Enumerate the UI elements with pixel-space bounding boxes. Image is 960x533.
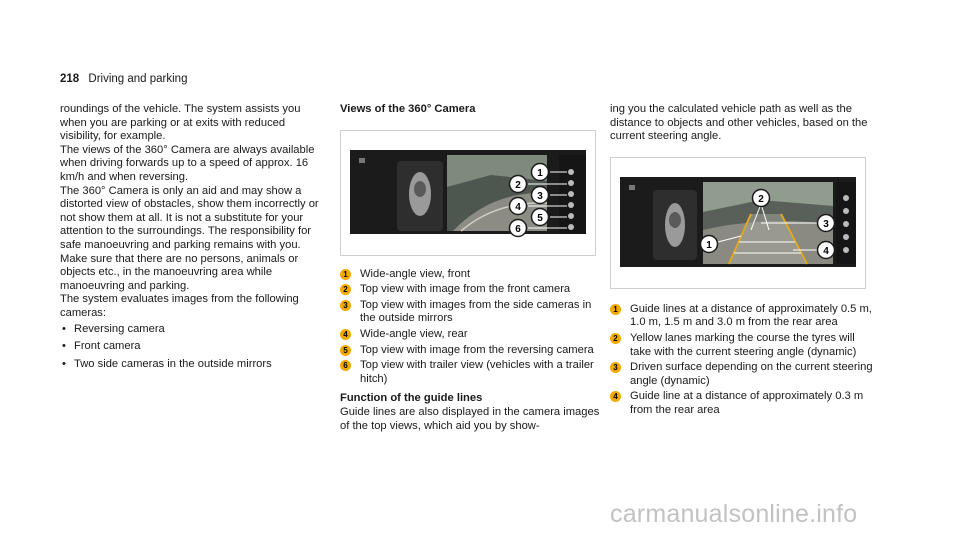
callout-badge: 5 [340, 344, 351, 356]
legend-text: Top view with images from the side camer… [360, 298, 592, 325]
legend-text: Guide lines at a distance of approximate… [630, 302, 872, 329]
page-header: 218 Driving and parking [60, 73, 187, 85]
callout-badge: 6 [340, 360, 351, 372]
legend-item: 5 Top view with image from the reversing … [340, 344, 602, 358]
section-heading: Views of the 360° Camera [340, 103, 476, 115]
paragraph: roundings of the vehicle. The system ass… [60, 103, 301, 143]
legend-item: 3 Top view with images from the side came… [340, 299, 602, 326]
paragraph: The system evaluates images from the fol… [60, 293, 299, 319]
callout-badge: 2 [610, 332, 621, 344]
legend-text: Top view with image from the front camer… [360, 283, 571, 296]
legend-text: Guide line at a distance of approximatel… [630, 390, 864, 416]
legend-item: 1 Wide-angle view, front [340, 268, 602, 282]
figure-callout: 2 [758, 194, 764, 205]
callout-badge: 1 [340, 268, 351, 280]
figure-callout: 4 [515, 202, 521, 213]
figure-legend: 1 Guide lines at a distance of approximat… [610, 303, 875, 418]
callout-badge: 3 [610, 362, 621, 374]
legend-item: 3 Driven surface depending on the current… [610, 361, 875, 388]
paragraph: The views of the 360° Camera are always … [60, 143, 315, 183]
legend-text: Wide-angle view, front [360, 267, 471, 280]
watermark: carmanualsonline.info [610, 500, 858, 528]
legend-text: Top view with trailer view (vehicles wit… [360, 359, 594, 385]
legend-text: Driven surface depending on the current … [630, 361, 873, 387]
paragraph: Guide lines are also displayed in the ca… [340, 405, 600, 432]
figure-callout: 5 [537, 213, 543, 224]
guide-lines-figure: 1 2 3 4 [610, 156, 866, 289]
legend-item: 2 Top view with image from the front came… [340, 283, 602, 297]
list-item: Two side cameras in the outside mirrors [60, 358, 322, 372]
list-item: Front camera [60, 340, 322, 354]
camera-views-figure: 1 2 3 4 5 6 [340, 129, 596, 256]
figure-callout: 1 [706, 240, 712, 251]
callout-badge: 2 [340, 284, 351, 296]
column-3: ing you the calculated vehicle path as w… [610, 103, 875, 420]
figure-callout: 6 [515, 224, 521, 235]
callout-badge: 3 [340, 299, 351, 311]
legend-item: 6 Top view with trailer view (vehicles wi… [340, 359, 602, 386]
subheading: Function of the guide lines [340, 392, 483, 405]
page-number: 218 [60, 73, 80, 85]
figure-callout: 4 [823, 246, 829, 257]
paragraph: ing you the calculated vehicle path as w… [610, 103, 868, 143]
callout-badge: 1 [610, 303, 621, 315]
paragraph: The 360° Camera is only an aid and may s… [60, 184, 319, 292]
figure-callout: 2 [515, 180, 521, 191]
figure-callout: 1 [537, 168, 543, 179]
callout-badge: 4 [340, 328, 351, 340]
callout-badge: 4 [610, 391, 621, 403]
figure-callout: 3 [823, 219, 829, 230]
legend-text: Wide-angle view, rear [360, 327, 468, 340]
legend-item: 4 Guide line at a distance of approximate… [610, 390, 875, 417]
camera-list: Reversing camera Front camera Two side c… [60, 323, 322, 372]
legend-text: Top view with image from the reversing c… [360, 343, 594, 356]
legend-text: Yellow lanes marking the course the tyre… [630, 331, 857, 358]
legend-item: 1 Guide lines at a distance of approximat… [610, 303, 875, 330]
column-1: roundings of the vehicle. The system ass… [60, 103, 322, 375]
column-2: Views of the 360° Camera [340, 103, 602, 433]
figure-callout: 3 [537, 191, 543, 202]
list-item: Reversing camera [60, 323, 322, 337]
legend-item: 2 Yellow lanes marking the course the tyr… [610, 332, 875, 359]
legend-item: 4 Wide-angle view, rear [340, 328, 602, 342]
section-title: Driving and parking [88, 73, 188, 85]
